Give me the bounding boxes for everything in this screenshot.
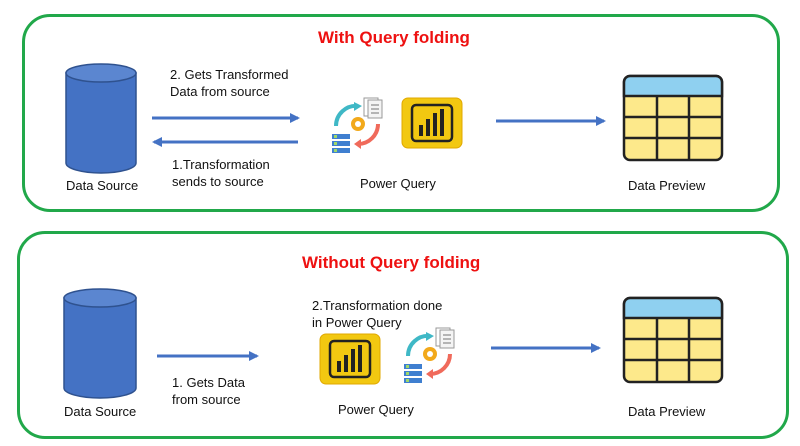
with-query-folding-title: With Query folding <box>318 28 470 47</box>
transformation-sends-label-line1: 1.Transformation <box>172 157 270 172</box>
data-source-label: Data Source <box>64 404 137 419</box>
power-bi-icon <box>319 333 381 385</box>
gets-transformed-label-line1: 2. Gets Transformed <box>170 67 289 82</box>
data-table-icon <box>622 74 724 162</box>
gets-transformed-label-line2: Data from source <box>170 84 270 99</box>
database-cylinder-icon <box>63 288 137 399</box>
arrow-to-data-preview <box>496 116 606 126</box>
data-preview-label: Data Preview <box>628 404 706 419</box>
transformation-done-label-line2: in Power Query <box>312 315 402 330</box>
transformation-sends-label-line2: sends to source <box>172 174 264 189</box>
without-query-folding-title: Without Query folding <box>302 253 481 272</box>
power-query-transform-icon <box>332 97 383 153</box>
arrow-to-power-query <box>152 113 300 123</box>
power-query-label: Power Query <box>360 176 436 191</box>
data-table-icon <box>622 296 724 384</box>
transformation-done-label-line1: 2.Transformation done <box>312 298 443 313</box>
arrow-to-power-query <box>157 351 259 361</box>
gets-data-label-line1: 1. Gets Data <box>172 375 245 390</box>
data-source-label: Data Source <box>66 178 139 193</box>
arrow-to-data-source <box>152 137 298 147</box>
arrow-to-data-preview <box>491 343 601 353</box>
gets-data-label-line2: from source <box>172 392 241 407</box>
power-bi-icon <box>401 97 463 149</box>
power-query-transform-icon <box>404 327 455 383</box>
data-preview-label: Data Preview <box>628 178 706 193</box>
power-query-label: Power Query <box>338 402 414 417</box>
database-cylinder-icon <box>65 63 137 174</box>
